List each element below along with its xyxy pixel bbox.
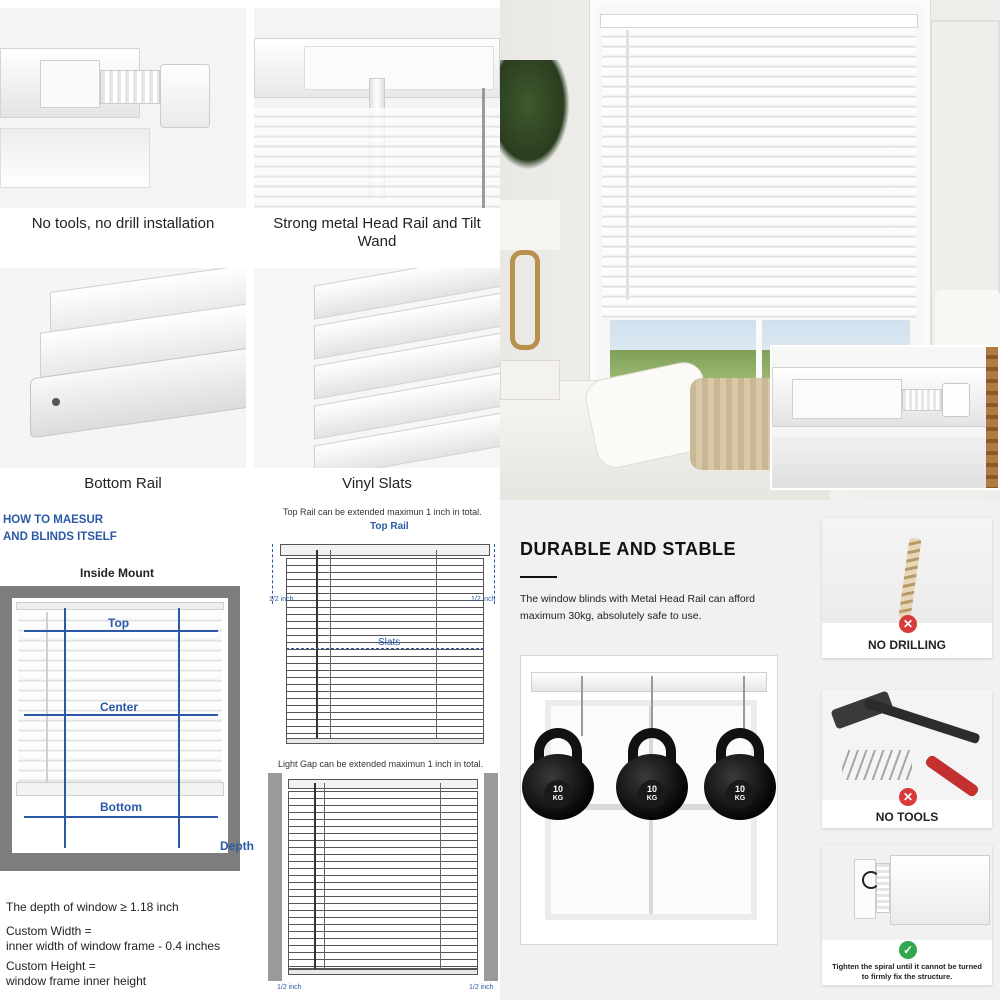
kettlebell-1-unit: KG [552, 795, 564, 802]
bottom-rail-caption: Bottom Rail [84, 475, 162, 492]
install-photo [0, 8, 246, 208]
spiral-note: Tighten the spiral until it cannot be tu… [832, 962, 982, 981]
no-tools-label: NO TOOLS [875, 810, 939, 824]
check-icon: ✓ [899, 941, 917, 959]
inside-mount-label: Inside Mount [80, 566, 154, 580]
measure-diagram: Top Center Bottom [0, 586, 240, 871]
measure-heading-line1: HOW TO MAESUR [3, 514, 104, 526]
half-inch-right-1: 1/2 inch [471, 596, 496, 603]
kettlebell-1: 10 KG [518, 728, 598, 820]
light-gap-diagram [268, 773, 498, 981]
vinyl-slats-caption: Vinyl Slats [342, 475, 412, 492]
rotate-arrow-icon [862, 871, 880, 889]
no-drilling-card: ✕ NO DRILLING [822, 518, 992, 658]
measure-heading: HOW TO MAESUR AND BLINDS ITSELF [3, 512, 117, 546]
kettlebell-3-label: 10 [734, 784, 745, 794]
vinyl-slats-photo [254, 268, 500, 468]
kettlebell-3: 10 KG [700, 728, 780, 820]
top-rail-note: Top Rail can be extended maximun 1 inch … [283, 507, 482, 517]
headrail-caption: Strong metal Head Rail and Tilt Wand [273, 215, 481, 250]
bottom-rail-photo [0, 268, 246, 468]
durable-description: The window blinds with Metal Head Rail c… [520, 593, 756, 622]
kettlebell-2-label: 10 [646, 784, 657, 794]
measure-notes: The depth of window ≥ 1.18 inch Custom W… [6, 900, 220, 989]
label-center: Center [100, 700, 139, 714]
slats-label: Slats [378, 637, 401, 648]
headrail-photo [254, 8, 500, 208]
kettlebell-3-unit: KG [734, 795, 746, 802]
label-depth: Depth [220, 839, 254, 853]
measure-heading-line2: AND BLINDS ITSELF [3, 531, 117, 543]
no-drilling-label: NO DRILLING [868, 638, 946, 652]
headrail-closeup [770, 345, 1000, 490]
prohibited-icon: ✕ [899, 615, 917, 633]
top-rail-label: Top Rail [370, 521, 409, 532]
durable-divider [520, 576, 557, 578]
top-rail-diagram [272, 536, 498, 748]
custom-width-formula: inner width of window frame - 0.4 inches [6, 939, 221, 953]
kettlebell-1-label: 10 [552, 784, 563, 794]
half-inch-left-1: 1/2 inch [269, 596, 294, 603]
kettlebell-2: 10 KG [612, 728, 692, 820]
prohibited-icon: ✕ [899, 788, 917, 806]
durable-title: DURABLE AND STABLE [520, 539, 736, 559]
kettlebell-2-unit: KG [646, 795, 658, 802]
custom-height-label: Custom Height = [6, 959, 96, 973]
half-inch-left-2: 1/2 inch [277, 984, 302, 991]
label-top: Top [108, 616, 130, 630]
spiral-card: ✓ Tighten the spiral until it cannot be … [822, 845, 992, 985]
half-inch-right-2: 1/2 inch [469, 984, 494, 991]
custom-height-formula: window frame inner height [6, 974, 147, 988]
custom-width-label: Custom Width = [6, 924, 92, 938]
light-gap-note: Light Gap can be extended maximun 1 inch… [278, 759, 484, 769]
install-caption: No tools, no drill installation [31, 215, 215, 232]
nails-icon [842, 750, 912, 780]
label-bottom: Bottom [100, 800, 142, 814]
no-tools-card: ✕ NO TOOLS [822, 690, 992, 828]
depth-note: The depth of window ≥ 1.18 inch [6, 900, 179, 914]
